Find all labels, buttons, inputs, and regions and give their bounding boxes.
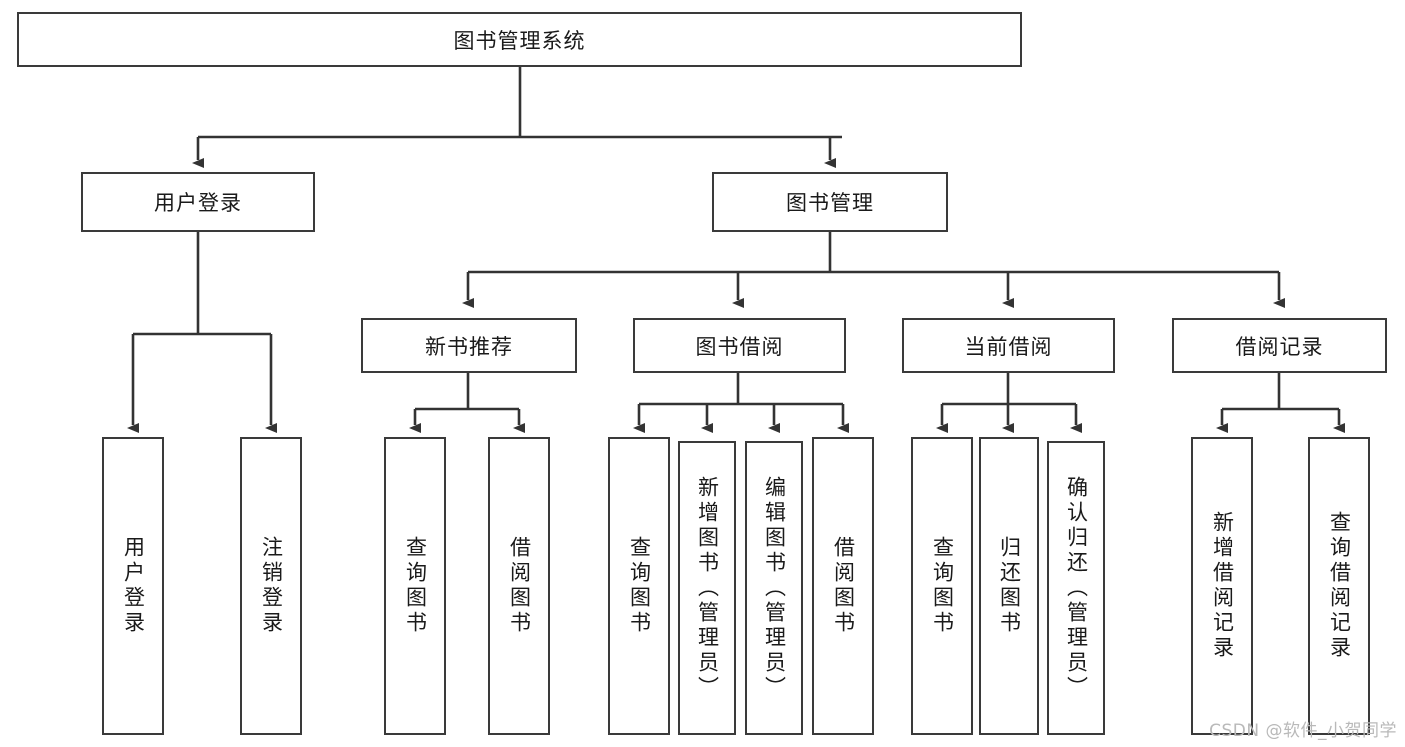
node-user-login-label: 用户登录 [154,191,242,215]
leaf-label: 查询图书 [930,536,955,636]
leaf-label: 注销登录 [259,536,284,636]
watermark: CSDN @软件_小贺同学 [1209,721,1397,741]
leaf-book-borrow-query-book[interactable]: 查询图书 [608,437,670,735]
leaf-current-borrow-return-book[interactable]: 归还图书 [979,437,1039,735]
node-borrow-record-label: 借阅记录 [1235,334,1324,359]
node-new-book-recommend-label: 新书推荐 [425,334,513,359]
leaf-user-login-logout[interactable]: 注销登录 [240,437,302,735]
leaf-label: 确认归还（管理员） [1064,475,1089,701]
leaf-borrow-record-query-record[interactable]: 查询借阅记录 [1308,437,1370,735]
node-borrow-record[interactable]: 借阅记录 [1172,318,1387,373]
leaf-label: 查询图书 [627,536,652,636]
leaf-current-borrow-query-book[interactable]: 查询图书 [911,437,973,735]
leaf-current-borrow-confirm-return[interactable]: 确认归还（管理员） [1047,441,1105,735]
leaf-label: 新增图书（管理员） [695,475,720,701]
node-root-label: 图书管理系统 [453,28,586,53]
leaf-new-book-borrow-book[interactable]: 借阅图书 [488,437,550,735]
leaf-label: 查询借阅记录 [1327,511,1352,661]
leaf-label: 编辑图书（管理员） [762,475,787,701]
leaf-label: 借阅图书 [831,536,856,636]
node-user-login[interactable]: 用户登录 [81,172,315,232]
leaf-book-borrow-add-book[interactable]: 新增图书（管理员） [678,441,736,735]
leaf-new-book-query-book[interactable]: 查询图书 [384,437,446,735]
node-book-borrow[interactable]: 图书借阅 [633,318,846,373]
node-book-management[interactable]: 图书管理 [712,172,948,232]
node-current-borrow[interactable]: 当前借阅 [902,318,1115,373]
leaf-label: 查询图书 [403,536,428,636]
node-current-borrow-label: 当前借阅 [964,334,1053,359]
leaf-borrow-record-add-record[interactable]: 新增借阅记录 [1191,437,1253,735]
leaf-label: 新增借阅记录 [1210,511,1235,661]
leaf-label: 归还图书 [997,536,1022,636]
node-book-borrow-label: 图书借阅 [695,334,784,359]
leaf-label: 用户登录 [121,536,146,636]
leaf-label: 借阅图书 [507,536,532,636]
leaf-user-login-login[interactable]: 用户登录 [102,437,164,735]
leaf-book-borrow-borrow-book[interactable]: 借阅图书 [812,437,874,735]
leaf-book-borrow-edit-book[interactable]: 编辑图书（管理员） [745,441,803,735]
node-new-book-recommend[interactable]: 新书推荐 [361,318,577,373]
node-book-management-label: 图书管理 [786,191,874,215]
node-root[interactable]: 图书管理系统 [17,12,1022,67]
